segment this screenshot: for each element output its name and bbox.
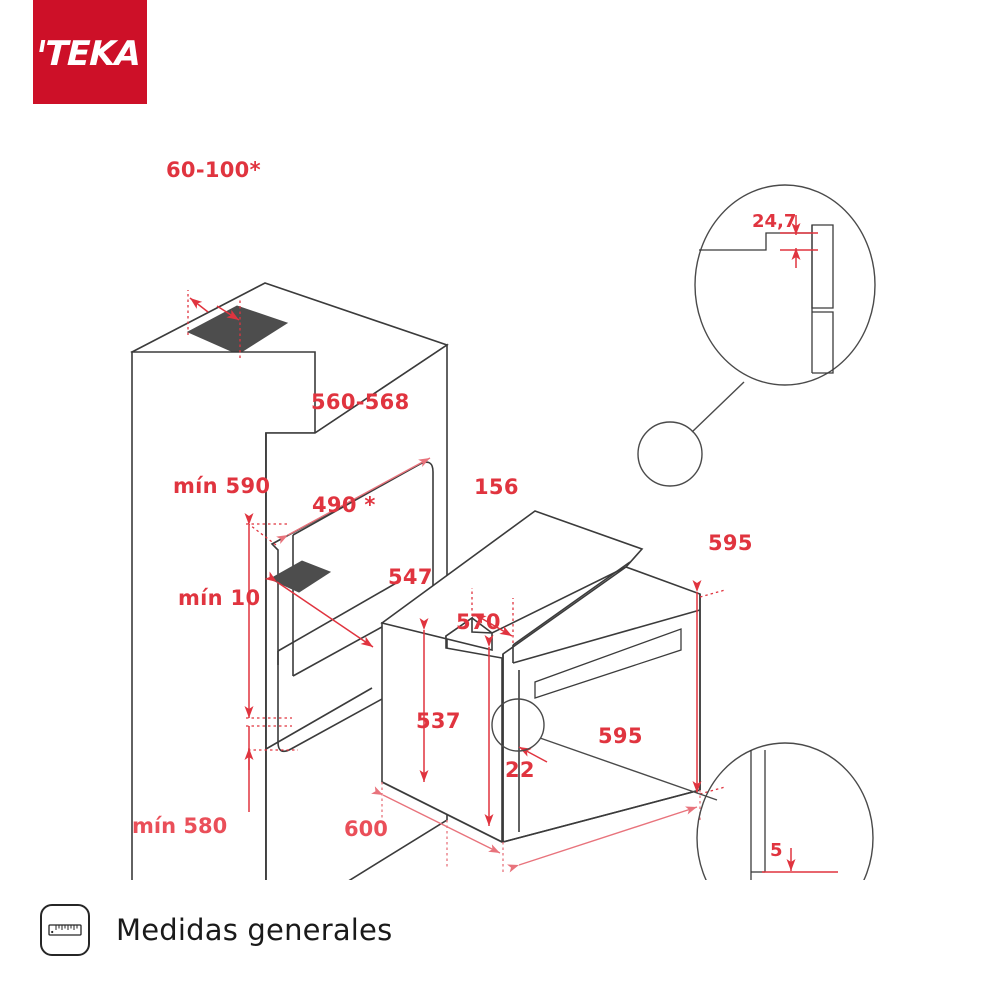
detail-top-panel-outer [811,224,834,309]
detail-bubble-top-outline [694,184,876,386]
ext-595h-bottom [699,786,726,795]
dim-label-595-width: 595 [598,724,643,748]
detail-top-panel-lower [812,311,834,374]
detail-bubble-top-right: 24,7 [694,184,876,386]
dimline-537 [371,786,501,854]
detail-top-trim-profile [699,232,812,251]
leader-line-top-detail [691,381,745,433]
dim-label-537: 537 [416,709,461,733]
dimline-vent-right [216,305,240,321]
dimline-niche-depth [264,571,374,648]
detail-bubble-bottom-right: 5 [696,742,874,880]
technical-drawing-canvas: 60-100* 560-568 mín 590 490 * mín 10 mí [0,120,1001,880]
brand-wordmark: TEKA [39,34,141,74]
ext-595h-top [699,589,726,598]
cabinet-vent-patch [186,305,289,355]
callout-marker-top [637,421,703,487]
dim-label-min10: mín 10 [178,586,260,610]
dim-label-595-height: 595 [708,531,753,555]
dim-label-niche-depth: 490 * [312,493,376,517]
dimline-156 [473,613,494,626]
dim-label-niche-height: mín 590 [173,474,270,498]
dim-label-247: 24,7 [752,211,796,232]
ext-niche-width-lower [245,521,277,546]
leader-line-bottom-detail [539,737,718,801]
dim-label-5: 5 [770,840,783,861]
dim-label-cabinet-depth: 600 [344,817,388,841]
dim-label-570: 570 [456,610,501,634]
dim-label-vent-gap: 60-100* [166,158,261,182]
oven-dimension-set: 156 547 570 537 595 595 22 [371,475,753,873]
caption-bar: Medidas generales [40,900,392,960]
dimline-22 [518,746,548,763]
dim-label-22: 22 [505,758,535,782]
dimline-vent-left [189,297,209,313]
callout-marker-bottom [491,698,545,752]
dim-label-cabinet-width: mín 580 [132,814,227,838]
detail-bubble-bottom-outline [696,742,874,880]
teka-logo: TEKA [33,0,147,104]
oven-door-trim-edge [512,609,701,664]
brand-name: TEKA [44,34,141,74]
dim-label-156: 156 [474,475,519,499]
cabinet-lower-panel-line [265,687,373,750]
oven-door-top-trim [512,561,631,646]
oven-assembly [380,510,701,844]
oven-door-handle [534,628,682,699]
dimline-niche-width [276,457,431,545]
cabinet-dimension-set: 60-100* 560-568 mín 590 490 * mín 10 mí [132,158,448,868]
dimline-595-width [507,806,698,873]
caption-label: Medidas generales [116,913,393,947]
dimline-156b [492,624,513,637]
dim-label-niche-width: 560-568 [311,390,410,414]
ruler-icon-glyph [48,924,82,936]
dim-label-547: 547 [388,565,433,589]
ruler-icon [40,904,90,956]
